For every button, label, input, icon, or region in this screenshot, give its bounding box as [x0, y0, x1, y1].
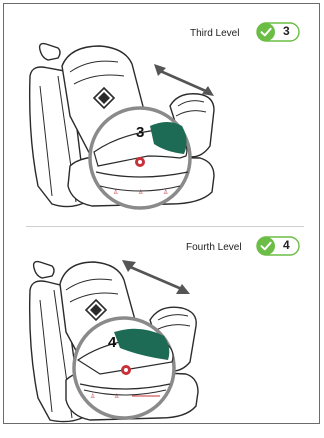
svg-text:♙: ♙	[138, 189, 143, 196]
recline-arrow	[158, 70, 208, 92]
third-level-panel: Third Level 3 ♙ ♙	[0, 6, 324, 216]
svg-text:♙: ♙	[113, 189, 118, 196]
svg-text:♙: ♙	[163, 189, 168, 196]
fourth-level-panel: Fourth Level 4 ♙	[0, 228, 324, 438]
zoom-level-number: 3	[136, 124, 144, 141]
zoom-level-number: 4	[108, 334, 116, 351]
svg-text:♙: ♙	[90, 393, 95, 400]
recline-arrow	[128, 266, 184, 290]
car-seat-illustration: ♙ ♙	[0, 228, 324, 424]
panel-divider	[26, 226, 304, 227]
svg-text:♙: ♙	[114, 393, 119, 400]
car-seat-illustration: ♙ ♙ ♙	[0, 6, 324, 216]
